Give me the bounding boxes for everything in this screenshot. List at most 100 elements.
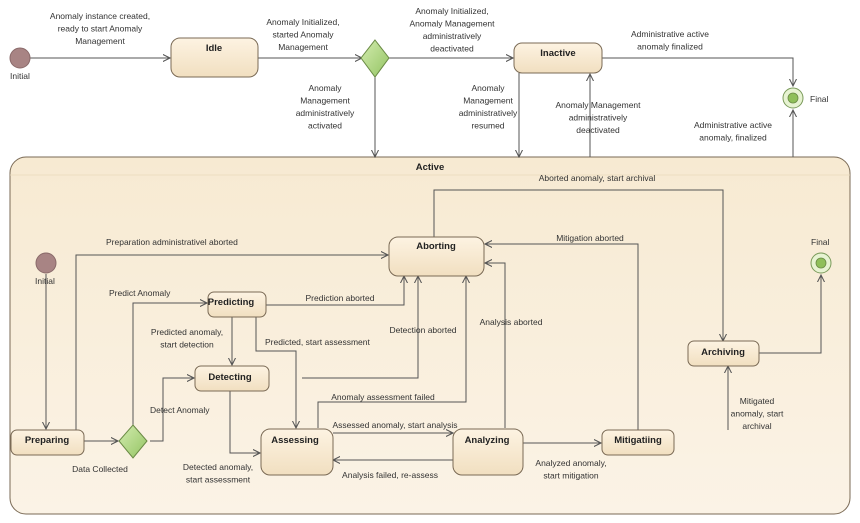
transition-label-line: Mitigated: [740, 396, 775, 406]
transition-label-line: Management: [75, 36, 125, 46]
state-inactive[interactable]: Inactive: [513, 42, 603, 74]
transition-label-line: administratively: [569, 113, 628, 123]
state-preparing[interactable]: Preparing: [10, 429, 85, 456]
state-mitigating[interactable]: Mitigatiing: [601, 429, 675, 456]
edge-analyzing-aborting: [485, 263, 506, 428]
transition-label-line: anomaly, finalized: [699, 133, 767, 143]
transition-label: Detect Anomaly: [150, 405, 210, 415]
state-predicting-label: Predicting: [208, 297, 255, 308]
transition-label-line: Data Collected: [72, 464, 128, 474]
state-detecting-label: Detecting: [208, 372, 251, 383]
transition-label-line: administratively: [459, 108, 518, 118]
initial-outer-label: Initial: [10, 71, 30, 81]
transition-label-line: administratively: [296, 108, 355, 118]
transition-label-line: Administrative active: [631, 29, 709, 39]
final-inner-core: [815, 257, 827, 269]
transition-label-line: Anomaly: [471, 83, 505, 93]
transition-label-line: Anomaly instance created,: [50, 11, 150, 21]
transition-label: Analyzed anomaly, start mitigation: [535, 458, 606, 481]
state-idle[interactable]: Idle: [170, 37, 259, 78]
transition-label-line: Anomaly Management: [555, 100, 641, 110]
transition-label-line: Management: [463, 96, 513, 106]
edge-assessing-aborting: [317, 276, 466, 428]
transition-label: Predicted, start assessment: [265, 337, 371, 347]
transition-label: Predicted anomaly,start detection: [151, 327, 223, 350]
transition-label: Anomaly instance created, ready to start …: [50, 11, 150, 46]
transition-label: Mitigation aborted: [556, 233, 624, 243]
transition-label-line: Detected anomaly,: [183, 462, 253, 472]
transition-label: Preparation administrativel aborted: [106, 237, 238, 247]
edge-predicting-aborting: [266, 276, 404, 306]
initial-inner-node[interactable]: [35, 252, 57, 274]
state-preparing-label: Preparing: [25, 435, 70, 446]
transition-label-line: resumed: [471, 121, 504, 131]
state-inactive-label: Inactive: [540, 48, 575, 59]
final-inner-label: Final: [811, 237, 830, 247]
state-analyzing[interactable]: Analyzing: [452, 428, 524, 476]
state-idle-label: Idle: [206, 43, 222, 54]
decision-outer[interactable]: [360, 39, 390, 78]
edge-aborting-archiving: [433, 189, 723, 341]
transition-label-line: Assessed anomaly, start analysis: [332, 420, 457, 430]
transition-label: Analysis aborted: [480, 317, 543, 327]
transition-label-line: Anomaly Initialized,: [266, 17, 339, 27]
active-state-label: Active: [416, 162, 445, 173]
state-assessing[interactable]: Assessing: [260, 428, 334, 476]
transition-label: Data Collected: [72, 464, 128, 474]
transition-label: Aborted anomaly, start archival: [539, 173, 656, 183]
state-archiving[interactable]: Archiving: [687, 340, 760, 367]
transition-label: Detected anomaly, start assessment: [183, 462, 253, 485]
transition-label: Detection aborted: [389, 325, 456, 335]
transition-label-line: Management: [300, 96, 350, 106]
transition-label-line: administratively: [423, 31, 482, 41]
state-aborting-label: Aborting: [416, 241, 456, 252]
transition-label-line: Anomaly: [308, 83, 342, 93]
edge-decision-predicting: [132, 303, 207, 428]
transition-label-line: Detection aborted: [389, 325, 456, 335]
active-composite-state[interactable]: [9, 156, 851, 515]
transition-label-line: anomaly, start: [731, 409, 784, 419]
initial-inner-label: Initial: [35, 276, 55, 286]
state-detecting[interactable]: Detecting: [194, 365, 270, 392]
edge-preparing-aborting: [75, 255, 388, 430]
transition-label-line: start detection: [160, 340, 214, 350]
transition-label-line: Detect Anomaly: [150, 405, 210, 415]
transition-label-line: anomaly finalized: [637, 42, 703, 52]
initial-outer-node[interactable]: [9, 47, 31, 69]
transition-label-line: Management: [278, 42, 328, 52]
decision-inner[interactable]: [118, 424, 148, 459]
state-predicting[interactable]: Predicting: [207, 291, 267, 318]
transition-label-line: Anomaly Management: [409, 19, 495, 29]
transition-label: Assessed anomaly, start analysis: [332, 420, 457, 430]
transition-label: Anomaly assessment failed: [331, 392, 435, 402]
transition-label-line: Anomaly assessment failed: [331, 392, 435, 402]
transition-label-line: Aborted anomaly, start archival: [539, 173, 656, 183]
transition-label-line: Analyzed anomaly,: [535, 458, 606, 468]
transition-label-line: started Anomaly: [273, 30, 335, 40]
final-outer-label: Final: [810, 94, 829, 104]
state-aborting[interactable]: Aborting: [388, 236, 485, 277]
transition-label-line: start mitigation: [543, 471, 599, 481]
transition-label-line: start assessment: [186, 475, 251, 485]
state-analyzing-label: Analyzing: [465, 435, 510, 446]
transition-label-line: Predicted, start assessment: [265, 337, 371, 347]
transition-label-line: Mitigation aborted: [556, 233, 624, 243]
edge-inactive-final: [602, 57, 793, 86]
edge-predicting-assessing: [255, 317, 296, 428]
edge-detecting-assessing: [229, 390, 260, 453]
edge-decision-detecting: [150, 378, 194, 442]
transition-label-line: activated: [308, 121, 342, 131]
transition-label: Anomaly Management administratively deacti…: [555, 100, 641, 135]
transition-label-line: deactivated: [430, 44, 474, 54]
edge-detecting-aborting: [302, 276, 418, 379]
transition-label-line: deactivated: [576, 125, 620, 135]
transition-label-line: ready to start Anomaly: [58, 24, 143, 34]
state-assessing-label: Assessing: [271, 435, 319, 446]
